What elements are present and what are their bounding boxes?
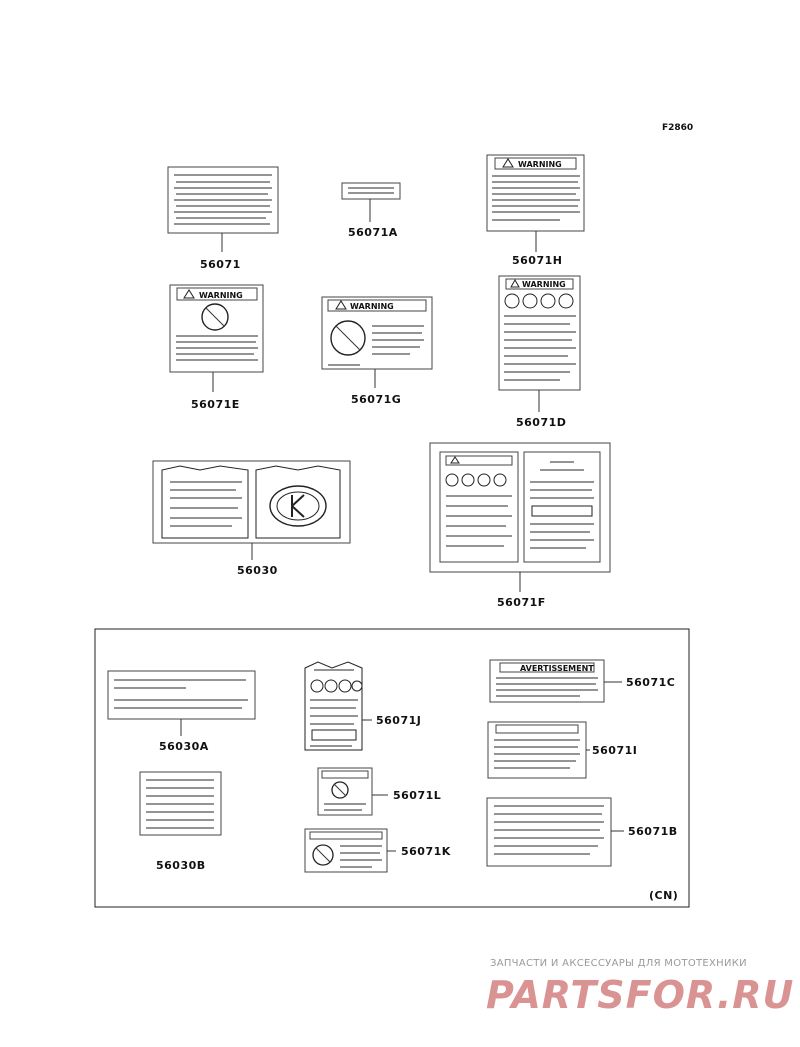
label-56030A[interactable]: [107, 670, 256, 736]
warning-header-56071H: WARNING: [518, 160, 562, 169]
part-number-56071F: 56071F: [497, 596, 546, 609]
part-number-56071: 56071: [200, 258, 241, 271]
figure-code: F2860: [662, 123, 693, 133]
watermark-tagline: ЗАПЧАСТИ И АКСЕССУАРЫ ДЛЯ МОТОТЕХНИКИ: [490, 958, 747, 969]
part-number-56071B: 56071B: [628, 825, 678, 838]
cn-region-frame: [94, 628, 690, 908]
label-56071A[interactable]: [341, 182, 401, 222]
part-number-56071E: 56071E: [191, 398, 240, 411]
label-56071F[interactable]: [429, 442, 611, 592]
label-56071I[interactable]: [487, 721, 590, 779]
part-number-56071L: 56071L: [393, 789, 441, 802]
part-number-56030: 56030: [237, 564, 278, 577]
label-56071D[interactable]: WARNING: [498, 275, 581, 412]
warning-header-56071E: WARNING: [199, 291, 243, 300]
warning-header-56071G: WARNING: [350, 302, 394, 311]
label-56071K[interactable]: [304, 828, 396, 873]
part-number-56071D: 56071D: [516, 416, 566, 429]
part-number-56071H: 56071H: [512, 254, 562, 267]
label-56030B[interactable]: [139, 771, 222, 836]
part-number-56071K: 56071K: [401, 845, 451, 858]
label-56030[interactable]: [152, 460, 351, 560]
label-56071L[interactable]: [317, 767, 388, 816]
label-56071E[interactable]: WARNING: [169, 284, 264, 392]
part-number-56030B: 56030B: [156, 859, 206, 872]
watermark-brand: PARTSFOR.RU: [486, 973, 794, 1017]
part-number-56071I: 56071I: [592, 744, 637, 757]
label-56071J[interactable]: [304, 661, 372, 751]
warning-header-56071D: WARNING: [522, 280, 566, 289]
part-number-56071G: 56071G: [351, 393, 401, 406]
label-56071B[interactable]: [486, 797, 624, 867]
part-number-56071A: 56071A: [348, 226, 398, 239]
label-56071C[interactable]: AVERTISSEMENT: [489, 659, 622, 703]
part-number-56071C: 56071C: [626, 676, 675, 689]
label-56071H[interactable]: WARNING: [486, 154, 585, 252]
label-56071[interactable]: [167, 166, 279, 252]
region-code: (CN): [649, 889, 678, 902]
avertissement-header-56071C: AVERTISSEMENT: [520, 664, 594, 673]
part-number-56071J: 56071J: [376, 714, 421, 727]
part-number-56030A: 56030A: [159, 740, 209, 753]
label-56071G[interactable]: WARNING: [321, 296, 433, 388]
